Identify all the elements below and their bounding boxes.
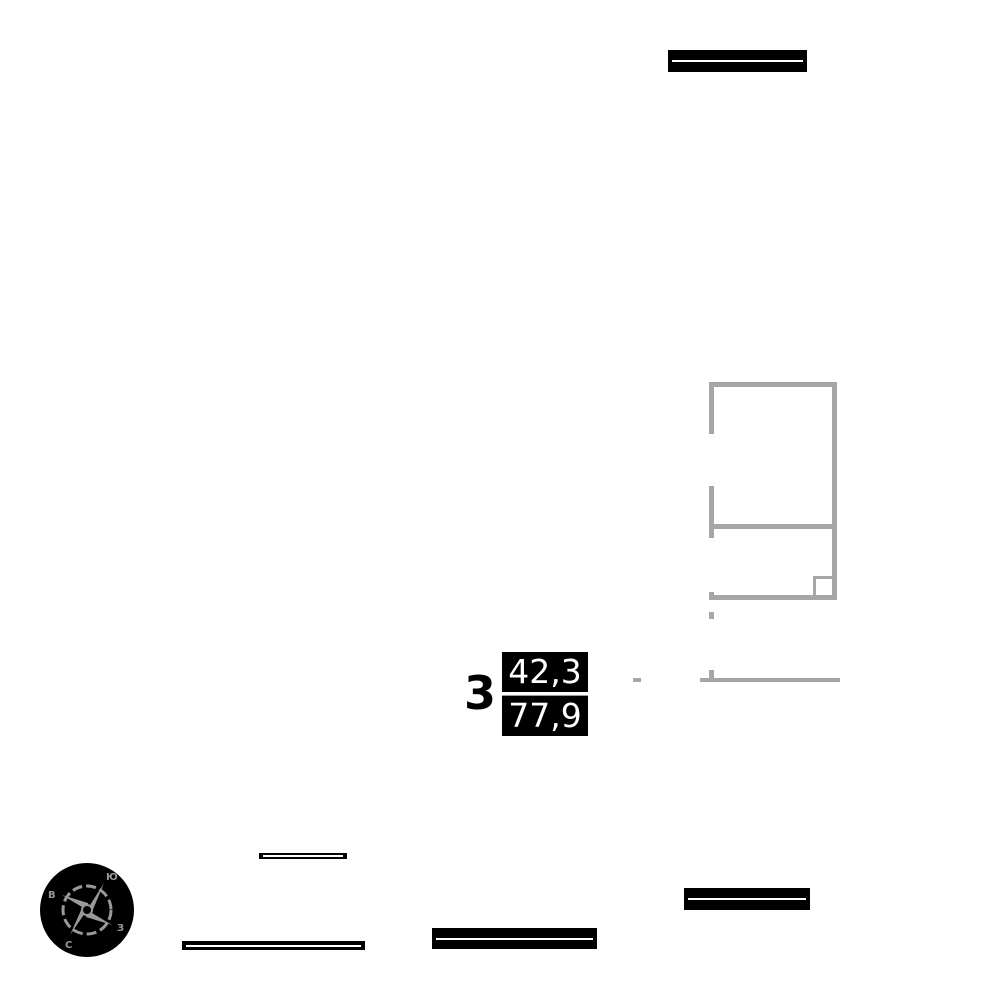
window-bottom-left	[182, 941, 365, 950]
window-top	[668, 50, 807, 72]
compass-south: Ю	[106, 872, 118, 883]
room-count: 3	[464, 666, 497, 720]
compass-north: С	[65, 940, 72, 951]
living-area: 42,3	[502, 652, 588, 692]
window-small	[259, 853, 347, 859]
total-area: 77,9	[502, 695, 588, 736]
apartment-label: 3 42,3 77,9	[456, 650, 591, 737]
window-bottom-center	[432, 928, 597, 949]
compass-west: З	[117, 923, 124, 934]
compass-east: В	[48, 890, 56, 901]
compass-icon: Ю В З С	[40, 863, 134, 957]
window-bottom-right	[684, 888, 810, 910]
